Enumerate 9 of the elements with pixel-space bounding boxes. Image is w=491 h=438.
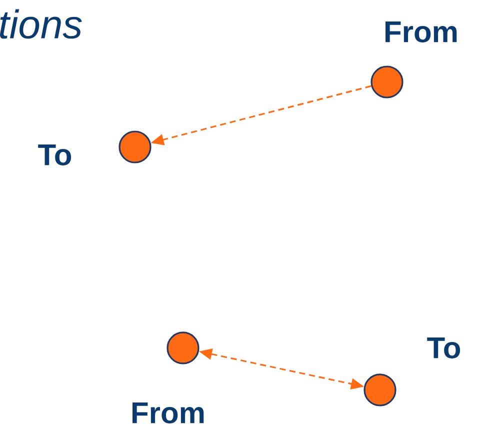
dot-marker [364,374,396,406]
endpoint-label: From [132,402,204,424]
dot-marker [370,66,404,98]
heading-fragment: tions [0,9,82,39]
dot-marker [118,130,152,164]
endpoint-label: To [38,144,72,166]
dot-marker [166,332,200,364]
endpoint-label: From [386,22,457,42]
endpoint-label: To [427,338,460,358]
